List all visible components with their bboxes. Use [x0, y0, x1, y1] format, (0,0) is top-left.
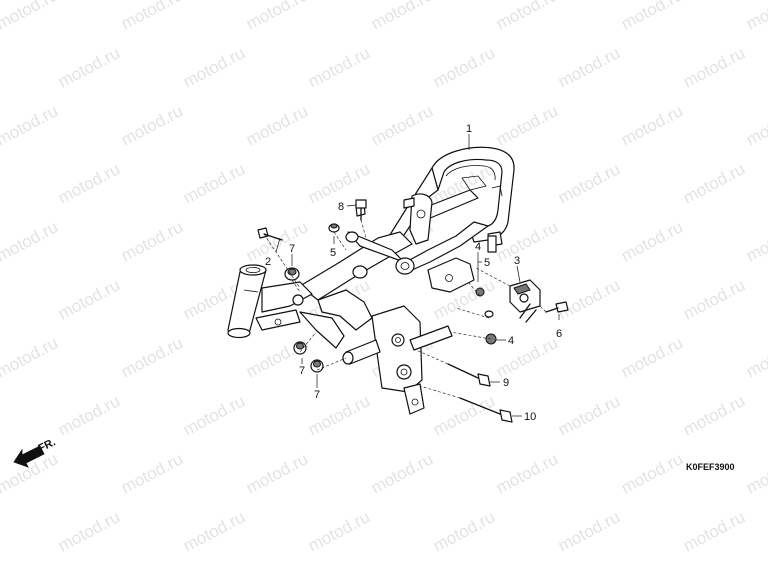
- nut-5-upper: [328, 223, 340, 233]
- callouts: 1 2 3 4 4 5 5 6 7 7 7 8 9 10: [265, 123, 562, 423]
- watermark-text: motod.ru: [555, 159, 623, 207]
- watermark-text: motod.ru: [55, 275, 123, 323]
- watermark-text: motod.ru: [493, 0, 561, 34]
- long-bolt-9: [447, 363, 491, 387]
- nut-5-lower: [475, 287, 485, 297]
- watermark-text: motod.ru: [243, 101, 311, 149]
- watermark-text: motod.ru: [118, 101, 186, 149]
- diagram-code: K0FEF3900: [686, 462, 735, 472]
- watermark-text: motod.ru: [680, 275, 748, 323]
- watermark-text: motod.ru: [493, 333, 561, 381]
- watermark-text: motod.ru: [118, 0, 186, 34]
- watermark-text: motod.ru: [0, 101, 61, 149]
- watermark-text: motod.ru: [118, 449, 186, 497]
- watermark-text: motod.ru: [680, 391, 748, 439]
- watermark-text: motod.ru: [743, 0, 768, 34]
- watermark-text: motod.ru: [368, 0, 436, 34]
- watermark-text: motod.ru: [55, 159, 123, 207]
- watermark-text: motod.ru: [680, 43, 748, 91]
- collar-7-mid: [293, 341, 307, 355]
- watermark-text: motod.ru: [430, 43, 498, 91]
- watermark-text: motod.ru: [243, 217, 311, 265]
- front-direction-label: FR.: [36, 436, 57, 455]
- watermark-text: motod.ru: [305, 43, 373, 91]
- ignition-switch: [509, 279, 541, 323]
- watermark-text: motod.ru: [0, 217, 61, 265]
- watermark-text: motod.ru: [180, 159, 248, 207]
- watermark-text: motod.ru: [555, 275, 623, 323]
- watermark-text: motod.ru: [743, 333, 768, 381]
- assembly-lines: [263, 219, 547, 399]
- watermark-text: motod.ru: [618, 333, 686, 381]
- collar-7-upper: [284, 267, 300, 281]
- callout-7a: 7: [289, 243, 295, 255]
- watermark-text: motod.ru: [555, 507, 623, 555]
- watermark-text: motod.ru: [243, 449, 311, 497]
- watermark-text: motod.ru: [180, 507, 248, 555]
- watermark-text: motod.ru: [618, 0, 686, 34]
- watermark-text: motod.ru: [493, 449, 561, 497]
- watermark-text: motod.ru: [0, 0, 61, 34]
- watermark-text: motod.ru: [555, 391, 623, 439]
- watermark-text: motod.ru: [243, 0, 311, 34]
- frame-body: [227, 146, 541, 415]
- callout-4a: 4: [475, 241, 481, 253]
- watermark-text: motod.ru: [555, 43, 623, 91]
- watermark-text: motod.ru: [618, 101, 686, 149]
- watermark-text: motod.ru: [493, 101, 561, 149]
- watermark-text: motod.ru: [618, 449, 686, 497]
- watermark-text: motod.ru: [55, 391, 123, 439]
- front-arrow-icon: [13, 445, 45, 468]
- watermark-text: motod.ru: [55, 507, 123, 555]
- callout-4b: 4: [508, 335, 514, 347]
- leader-lines: [275, 134, 560, 417]
- watermark-text: motod.ru: [430, 391, 498, 439]
- collar-7-lower: [310, 359, 324, 373]
- callout-6: 6: [556, 328, 562, 340]
- watermark-text: motod.ru: [55, 43, 123, 91]
- callout-5a: 5: [330, 247, 336, 259]
- watermark-text: motod.ru: [430, 507, 498, 555]
- callout-1: 1: [466, 123, 472, 135]
- watermark-text: motod.ru: [743, 101, 768, 149]
- bolt-2: [257, 227, 283, 241]
- watermark-text: motod.ru: [118, 217, 186, 265]
- callout-2: 2: [265, 256, 271, 268]
- watermark-text: motod.ru: [368, 449, 436, 497]
- watermark-text: motod.ru: [680, 159, 748, 207]
- callout-3: 3: [514, 255, 520, 267]
- long-bolt-10: [459, 397, 513, 423]
- watermark-text: motod.ru: [368, 101, 436, 149]
- watermark-text: motod.ru: [743, 217, 768, 265]
- watermark-text: motod.ru: [180, 43, 248, 91]
- watermark-layer: motod.ru motod.ru motod.ru motod.ru motod.ru…: [0, 0, 768, 556]
- callout-5b: 5: [484, 257, 490, 269]
- watermark-text: motod.ru: [680, 507, 748, 555]
- watermark-text: motod.ru: [0, 333, 61, 381]
- watermark-text: motod.ru: [743, 449, 768, 497]
- watermark-text: motod.ru: [180, 391, 248, 439]
- callout-7c: 7: [314, 389, 320, 401]
- callout-9: 9: [503, 377, 509, 389]
- watermark-text: motod.ru: [118, 333, 186, 381]
- bolt-6: [545, 301, 569, 313]
- callout-7b: 7: [299, 365, 305, 377]
- watermark-text: motod.ru: [618, 217, 686, 265]
- callout-10: 10: [524, 411, 536, 423]
- watermark-text: motod.ru: [305, 507, 373, 555]
- nut-5-small: [484, 310, 494, 318]
- callout-8: 8: [338, 201, 344, 213]
